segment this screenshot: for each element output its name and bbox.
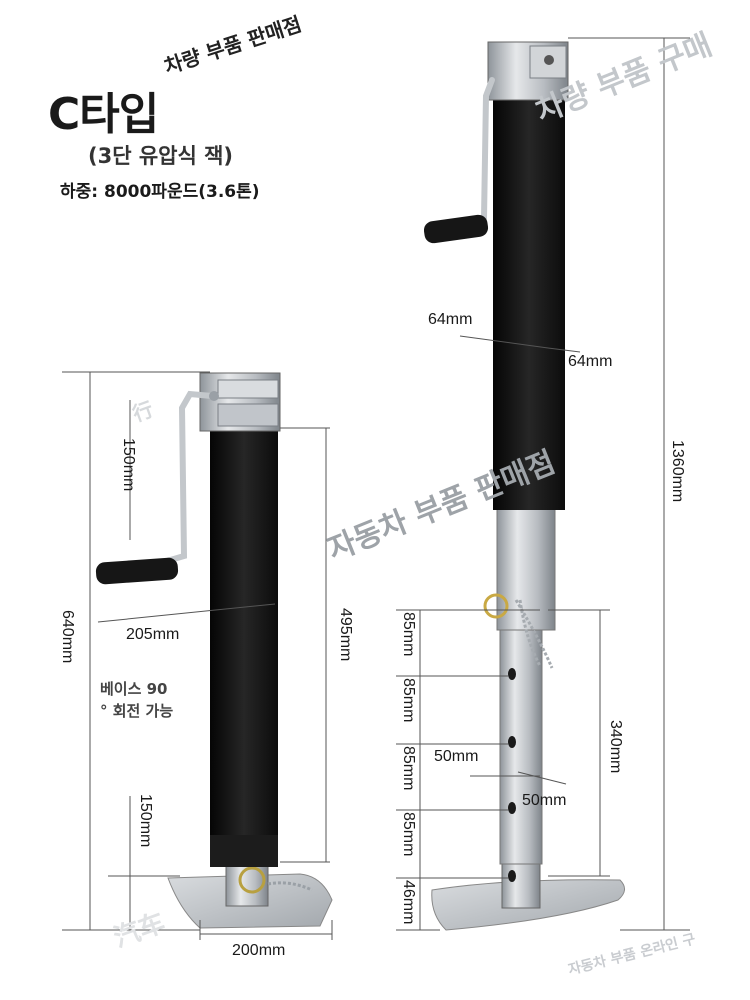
right-inner-tube xyxy=(499,627,543,865)
right-crank-arm xyxy=(467,77,495,233)
left-crank-height-label: 150mm xyxy=(120,438,137,492)
right-total-height-label: 1360mm xyxy=(669,440,686,503)
left-pin-ring xyxy=(238,866,266,894)
right-base-foot xyxy=(501,859,541,909)
dimension-lines xyxy=(62,37,690,940)
right-black-tube xyxy=(493,96,565,510)
left-total-height-label: 640mm xyxy=(59,610,76,664)
left-chain xyxy=(267,881,313,892)
inner-width-label: 50mm xyxy=(434,748,479,765)
right-chain xyxy=(514,599,554,669)
hole-spacing-3-label: 85mm xyxy=(400,746,417,791)
left-jack xyxy=(95,372,333,929)
left-tube-collar xyxy=(210,835,278,867)
right-tube-depth-label: 64mm xyxy=(568,353,613,370)
right-crank-grip xyxy=(423,214,489,244)
left-base-height-label: 150mm xyxy=(137,794,154,848)
hole-spacing-2-label: 85mm xyxy=(400,678,417,723)
jack-subtitle: (3단 유압식 잭) xyxy=(88,144,234,168)
right-jack xyxy=(423,41,625,931)
left-handle-length-label: 205mm xyxy=(126,626,180,643)
left-tube-length-label: 495mm xyxy=(337,608,354,662)
right-pin-ring xyxy=(483,593,509,619)
base-rotate-note-1: 베이스 90 xyxy=(100,680,168,698)
load-rating: 하중: 8000파운드(3.6톤) xyxy=(60,182,260,202)
hole-spacing-4-label: 85mm xyxy=(400,812,417,857)
type-title: C타입 xyxy=(48,89,159,140)
left-crank-grip xyxy=(95,557,179,585)
right-tube-width-label: 64mm xyxy=(428,311,473,328)
base-rotate-note-2: ° 회전 가능 xyxy=(100,702,174,720)
travel-label: 340mm xyxy=(607,720,624,774)
left-black-tube xyxy=(210,430,278,835)
bottom-offset-label: 46mm xyxy=(400,880,417,925)
left-base-width-label: 200mm xyxy=(232,942,286,959)
inner-depth-label: 50mm xyxy=(522,792,567,809)
hole-spacing-1-label: 85mm xyxy=(400,612,417,657)
